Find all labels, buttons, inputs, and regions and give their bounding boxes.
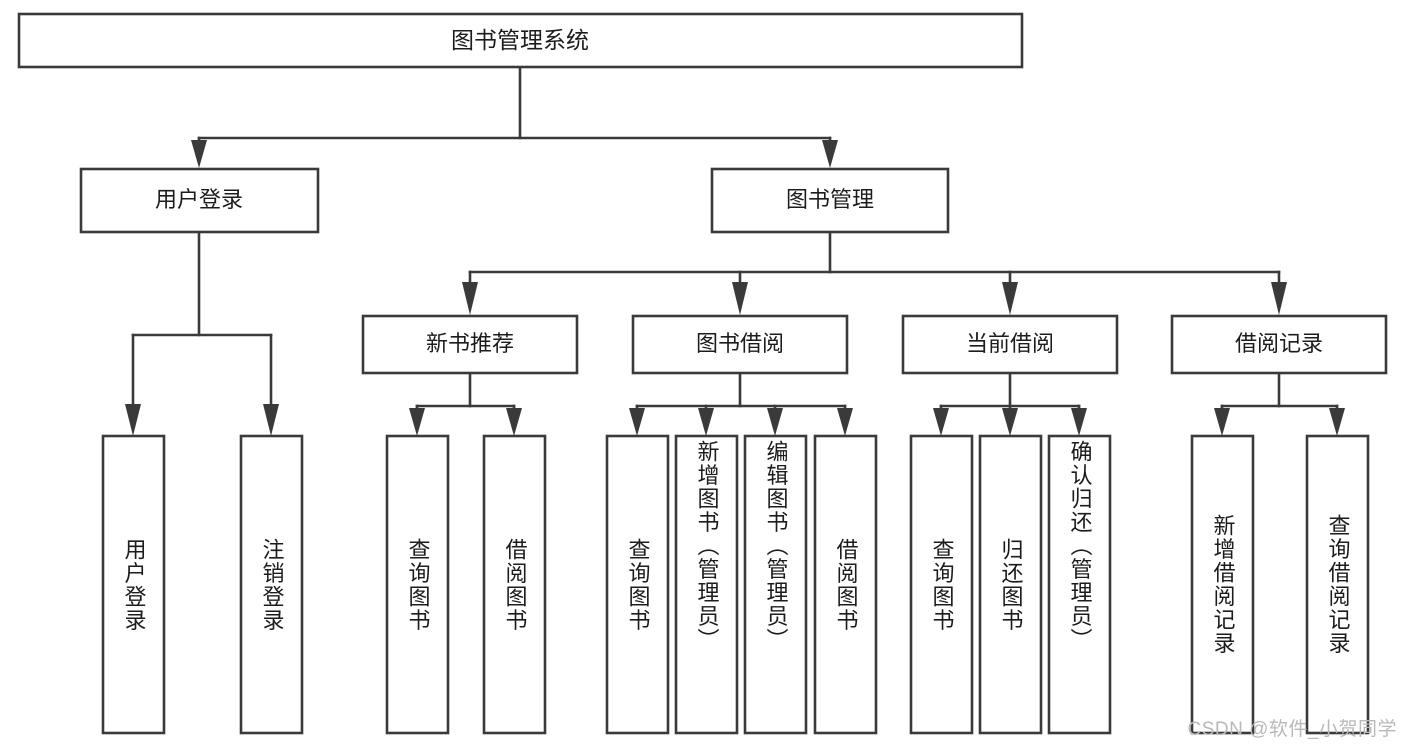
node-book-manage-box[interactable] [710,167,950,234]
arrow-root-to-user-login [191,140,207,168]
arrow-to-leaf-logout-login [263,404,279,436]
arrow-to-leaf-borrow-book-2 [837,408,853,436]
node-current-borrow-label: 当前借阅 [966,331,1054,356]
leaf-query-book-2-box[interactable] [605,434,670,735]
node-borrow-record[interactable]: 借阅记录 [1170,314,1388,375]
connector-group-borrow-record [1214,371,1345,436]
arrow-to-leaf-query-book-3 [933,408,949,436]
node-root[interactable]: 图书管理系统 [17,12,1024,69]
arrow-to-leaf-add-record [1214,408,1230,436]
connector-group-root [191,65,838,168]
arrow-to-current-borrow [1002,282,1018,315]
connector-group-user-login [125,230,279,436]
leaf-query-book-1-box[interactable] [385,434,450,735]
arrow-to-book-borrow [732,282,748,315]
node-new-book-recommend-box[interactable] [361,314,579,375]
csdn-watermark: CSDN @软件_小贺同学 [1187,719,1397,740]
node-root-box[interactable] [17,12,1024,69]
node-book-manage[interactable]: 图书管理 [710,167,950,234]
node-new-book-recommend-label: 新书推荐 [426,331,514,356]
connector-group-new-book-recommend [409,371,522,436]
node-current-borrow-box[interactable] [901,314,1119,375]
leaf-add-book-box[interactable] [674,434,739,735]
node-book-manage-label: 图书管理 [786,187,874,212]
node-borrow-record-box[interactable] [1170,314,1388,375]
arrow-to-borrow-record [1271,282,1287,315]
leaf-boxes-group [101,434,1370,735]
leaf-return-book-box[interactable] [978,434,1043,735]
arrow-to-new-book-recommend [462,282,478,315]
arrow-to-leaf-add-book [698,408,714,436]
connector-group-current-borrow [933,371,1087,436]
node-user-login[interactable]: 用户登录 [79,167,320,234]
leaf-logout-login-box[interactable] [239,434,304,735]
leaf-query-book-3-box[interactable] [909,434,974,735]
arrow-to-leaf-query-book-2 [629,408,645,436]
node-user-login-label: 用户登录 [155,187,243,212]
connector-group-book-manage [462,230,1287,315]
arrow-to-leaf-edit-book [767,408,783,436]
leaf-query-record-box[interactable] [1305,434,1370,735]
arrow-to-leaf-query-record [1329,408,1345,436]
node-book-borrow[interactable]: 图书借阅 [631,314,849,375]
arrow-to-leaf-return-book [1002,408,1018,436]
node-borrow-record-label: 借阅记录 [1235,331,1323,356]
node-new-book-recommend[interactable]: 新书推荐 [361,314,579,375]
node-user-login-box[interactable] [79,167,320,234]
leaf-user-login-box[interactable] [101,434,166,735]
leaf-borrow-book-1-box[interactable] [482,434,547,735]
leaf-borrow-book-2-box[interactable] [813,434,878,735]
leaf-confirm-return-box[interactable] [1047,434,1112,735]
node-book-borrow-label: 图书借阅 [696,331,784,356]
leaf-add-record-box[interactable] [1190,434,1255,735]
arrow-to-leaf-query-book-1 [409,408,425,436]
node-current-borrow[interactable]: 当前借阅 [901,314,1119,375]
node-book-borrow-box[interactable] [631,314,849,375]
arrow-root-to-book-manage [822,140,838,168]
connector-group-book-borrow [629,371,853,436]
arrow-to-leaf-borrow-book-1 [506,408,522,436]
node-root-label: 图书管理系统 [451,27,589,53]
leaf-edit-book-box[interactable] [743,434,808,735]
arrow-to-leaf-confirm-return [1071,408,1087,436]
arrow-to-leaf-user-login [125,404,141,436]
